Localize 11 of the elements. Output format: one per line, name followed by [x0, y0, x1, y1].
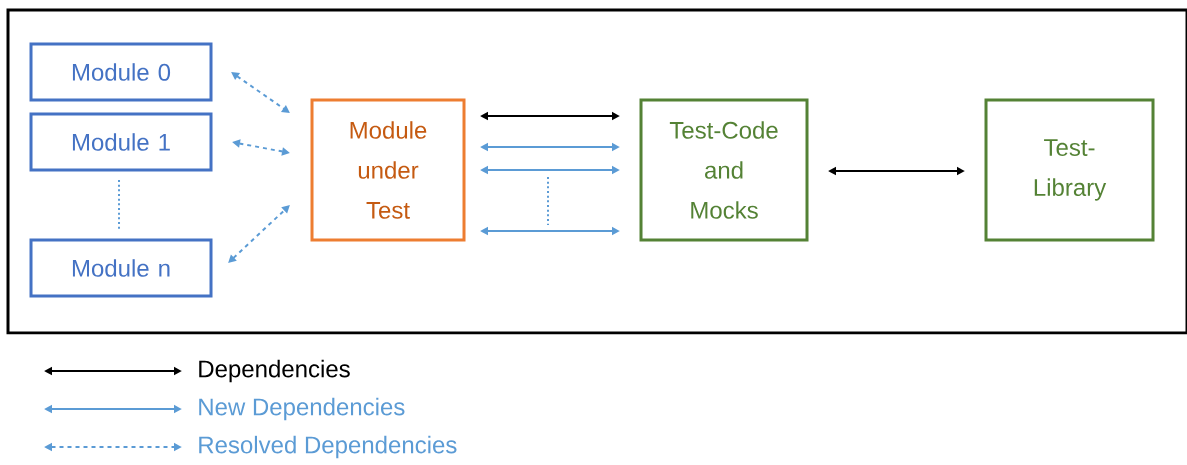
component-box: Test-Library — [984, 98, 1155, 242]
component-box: Module n — [29, 238, 213, 298]
arrow — [228, 205, 290, 263]
component-box: Module 1 — [29, 112, 213, 172]
arrow — [231, 72, 290, 113]
legend-text: Resolved Dependencies — [199, 435, 457, 459]
component-box: Test-Code and Mocks — [639, 98, 809, 242]
component-box: Module under Test — [310, 98, 466, 242]
legend-text: New Dependencies — [199, 397, 405, 421]
component-box: Module 0 — [29, 42, 213, 102]
legend-text: Dependencies — [199, 359, 350, 383]
